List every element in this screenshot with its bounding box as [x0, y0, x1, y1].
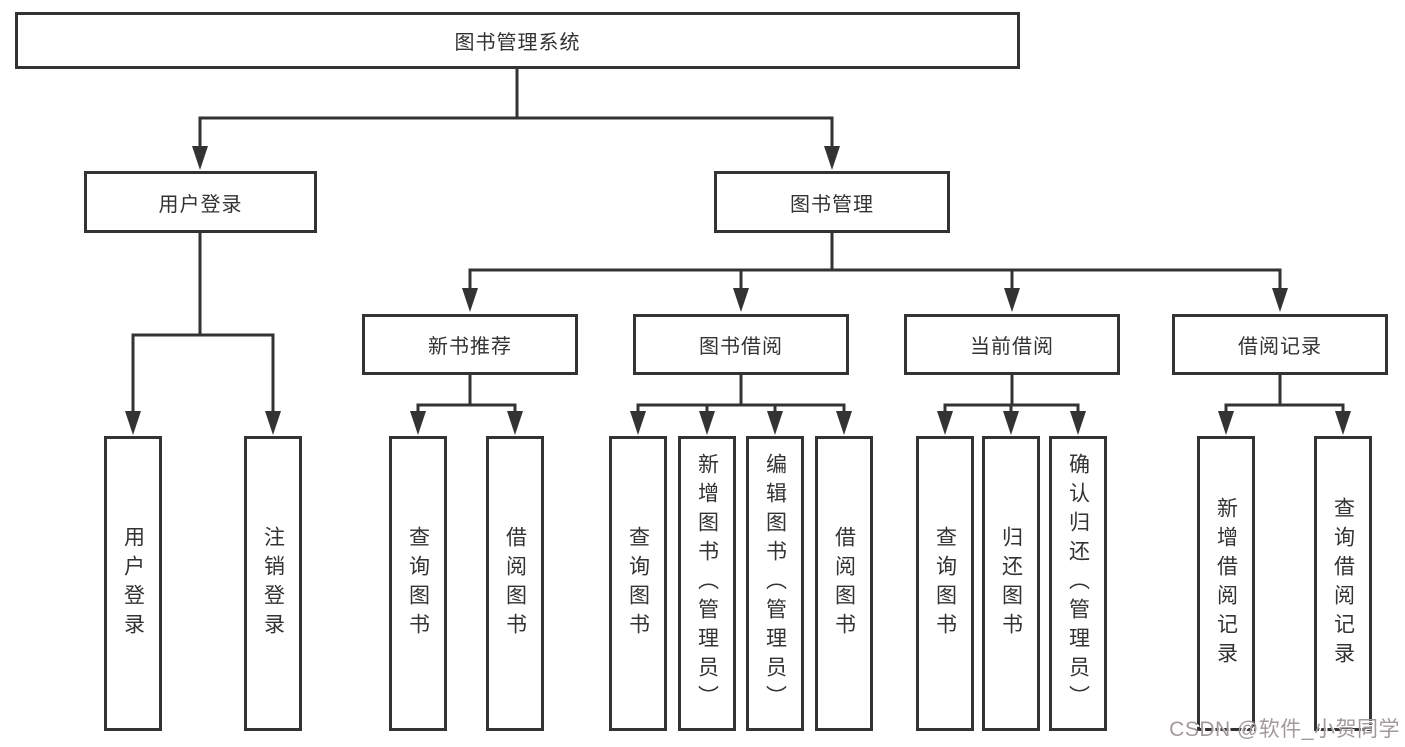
arrowhead-group	[125, 146, 1351, 435]
leaf-bb-query-books-label: 查询图书	[626, 525, 650, 642]
node-root: 图书管理系统	[15, 12, 1020, 69]
node-user-login-label: 用户登录	[158, 193, 243, 216]
leaf-cb-return-books: 归还图书	[982, 436, 1040, 731]
node-borrow-records-label: 借阅记录	[1238, 336, 1322, 358]
csdn-watermark: CSDN @软件_小贺同学	[1169, 718, 1400, 741]
arrowhead	[1272, 288, 1288, 312]
leaf-cb-confirm-return-admin: 确认归还（管理员）	[1049, 436, 1107, 731]
arrowhead	[125, 411, 141, 435]
leaf-cb-confirm-return-admin-label: 确认归还（管理员）	[1066, 453, 1090, 714]
node-current-borrow: 当前借阅	[904, 314, 1120, 375]
arrowhead	[265, 411, 281, 435]
node-root-label: 图书管理系统	[454, 32, 581, 54]
node-book-borrow: 图书借阅	[633, 314, 849, 375]
arrowhead	[1003, 411, 1019, 435]
arrowhead	[1335, 411, 1351, 435]
arrowhead	[630, 411, 646, 435]
arrowhead	[462, 288, 478, 312]
leaf-user-login-label: 用户登录	[121, 525, 145, 642]
node-book-management: 图书管理	[714, 171, 950, 233]
leaf-br-add-record: 新增借阅记录	[1197, 436, 1255, 731]
leaf-bb-borrow-books-label: 借阅图书	[832, 525, 856, 642]
leaf-logout: 注销登录	[244, 436, 302, 731]
node-new-book-recommend: 新书推荐	[362, 314, 578, 375]
arrowhead	[1004, 288, 1020, 312]
node-book-management-label: 图书管理	[790, 193, 874, 216]
arrowhead	[1070, 411, 1086, 435]
arrowhead	[410, 411, 426, 435]
leaf-br-add-record-label: 新增借阅记录	[1214, 496, 1238, 671]
leaf-bb-edit-books-admin: 编辑图书（管理员）	[746, 436, 804, 731]
leaf-nb-query-books-label: 查询图书	[406, 525, 430, 642]
leaf-cb-return-books-label: 归还图书	[999, 525, 1023, 642]
arrowhead	[767, 411, 783, 435]
leaf-bb-add-books-admin-label: 新增图书（管理员）	[695, 453, 719, 714]
leaf-user-login: 用户登录	[104, 436, 162, 731]
leaf-logout-label: 注销登录	[261, 525, 285, 642]
arrowhead	[824, 146, 840, 170]
leaf-bb-borrow-books: 借阅图书	[815, 436, 873, 731]
arrowhead	[1218, 411, 1234, 435]
arrowhead	[699, 411, 715, 435]
node-current-borrow-label: 当前借阅	[970, 336, 1054, 358]
node-new-book-recommend-label: 新书推荐	[428, 336, 512, 358]
leaf-cb-query-books: 查询图书	[916, 436, 974, 731]
node-user-login: 用户登录	[84, 171, 317, 233]
arrowhead	[507, 411, 523, 435]
leaf-br-query-record-label: 查询借阅记录	[1331, 496, 1355, 671]
arrowhead	[733, 288, 749, 312]
leaf-nb-query-books: 查询图书	[389, 436, 447, 731]
arrowhead	[937, 411, 953, 435]
leaf-nb-borrow-books-label: 借阅图书	[503, 525, 527, 642]
leaf-cb-query-books-label: 查询图书	[933, 525, 957, 642]
leaf-br-query-record: 查询借阅记录	[1314, 436, 1372, 731]
leaf-bb-add-books-admin: 新增图书（管理员）	[678, 436, 736, 731]
node-book-borrow-label: 图书借阅	[699, 336, 783, 358]
node-borrow-records: 借阅记录	[1172, 314, 1388, 375]
arrowhead	[836, 411, 852, 435]
leaf-bb-edit-books-admin-label: 编辑图书（管理员）	[763, 453, 787, 714]
arrowhead	[192, 146, 208, 170]
leaf-bb-query-books: 查询图书	[609, 436, 667, 731]
leaf-nb-borrow-books: 借阅图书	[486, 436, 544, 731]
